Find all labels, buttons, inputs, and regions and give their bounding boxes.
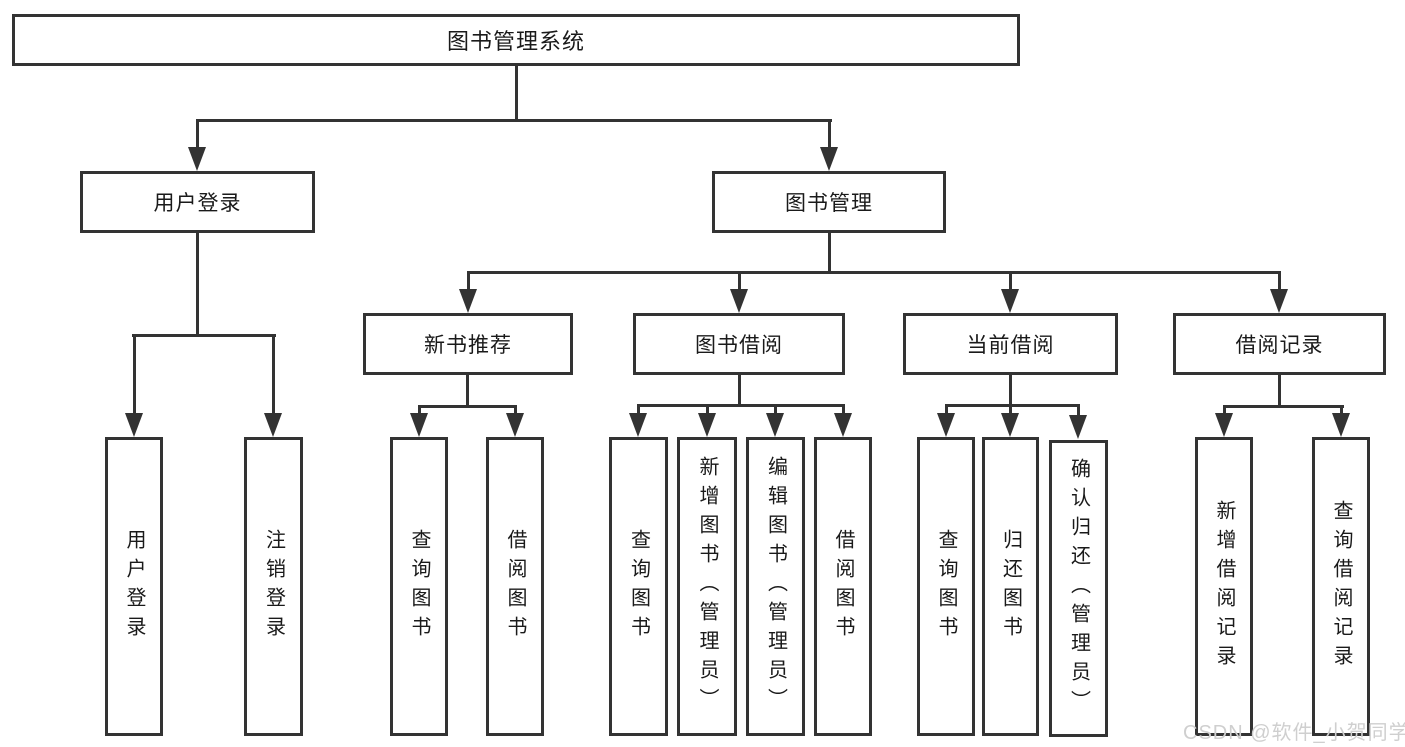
connector-root-stub — [515, 66, 518, 120]
leaf-borrow-add-book-admin: 新增图书（管理员） — [677, 437, 737, 736]
arrowhead-g3-edit — [766, 413, 784, 437]
arrowhead-leaf-logout — [264, 413, 282, 437]
leaf-current-query-book: 查询图书 — [917, 437, 975, 736]
arrowhead-g2-borrow — [506, 413, 524, 437]
connector-root-to-book-mgmt — [828, 119, 831, 151]
connector-to-current-borrow — [1009, 271, 1012, 293]
connector-to-leaf-login — [133, 334, 136, 418]
connector-to-g2-borrow — [514, 405, 517, 419]
arrowhead-borrow-records — [1270, 289, 1288, 313]
arrowhead-g3-borrow — [834, 413, 852, 437]
connector-to-leaf-logout — [272, 334, 275, 418]
arrowhead-current-borrow — [1001, 289, 1019, 313]
node-new-book-rec: 新书推荐 — [363, 313, 573, 375]
node-borrow-records: 借阅记录 — [1173, 313, 1386, 375]
csdn-watermark: CSDN @软件_小贺同学 — [1183, 722, 1405, 744]
leaf-records-add-record: 新增借阅记录 — [1195, 437, 1253, 736]
connector-new-book-rec-hbar — [418, 405, 517, 408]
connector-to-g5-add — [1223, 405, 1226, 419]
connector-book-mgmt-stub — [828, 233, 831, 273]
leaf-borrow-edit-book-admin: 编辑图书（管理员） — [746, 437, 805, 736]
arrowhead-new-book-rec — [459, 289, 477, 313]
connector-book-mgmt-hbar — [467, 271, 1281, 274]
arrowhead-user-login — [188, 147, 206, 171]
leaf-current-confirm-return-admin: 确认归还（管理员） — [1049, 440, 1108, 737]
connector-user-login-stub — [196, 233, 199, 336]
connector-to-g3-edit — [774, 404, 777, 418]
connector-book-borrow-stub — [738, 375, 741, 406]
leaf-borrow-borrow-book: 借阅图书 — [814, 437, 872, 736]
leaf-newrec-borrow-book: 借阅图书 — [486, 437, 544, 736]
node-book-mgmt: 图书管理 — [712, 171, 946, 233]
arrowhead-g5-query — [1332, 413, 1350, 437]
node-book-borrow: 图书借阅 — [633, 313, 845, 375]
connector-to-new-book-rec — [467, 271, 470, 293]
leaf-current-return-book: 归还图书 — [982, 437, 1039, 736]
arrowhead-book-mgmt — [820, 147, 838, 171]
connector-to-book-borrow — [738, 271, 741, 293]
node-user-login: 用户登录 — [80, 171, 315, 233]
node-current-borrow: 当前借阅 — [903, 313, 1118, 375]
connector-root-hbar — [196, 119, 832, 122]
connector-borrow-records-stub — [1278, 375, 1281, 407]
connector-book-borrow-hbar — [637, 404, 844, 407]
leaf-newrec-query-book: 查询图书 — [390, 437, 448, 736]
connector-to-g5-query — [1340, 405, 1343, 419]
connector-to-g4-query — [945, 404, 948, 418]
arrowhead-g2-query — [410, 413, 428, 437]
arrowhead-g4-return — [1001, 413, 1019, 437]
leaf-logout: 注销登录 — [244, 437, 303, 736]
arrowhead-book-borrow — [730, 289, 748, 313]
arrowhead-g3-query — [629, 413, 647, 437]
connector-to-borrow-records — [1278, 271, 1281, 293]
connector-root-to-user-login — [196, 119, 199, 151]
connector-to-g2-query — [418, 405, 421, 419]
connector-current-borrow-hbar — [945, 404, 1080, 407]
connector-to-g4-confirm — [1077, 404, 1080, 418]
arrowhead-g5-add — [1215, 413, 1233, 437]
connector-user-login-hbar — [132, 334, 276, 337]
leaf-records-query-record: 查询借阅记录 — [1312, 437, 1370, 736]
connector-to-g4-return — [1009, 404, 1012, 418]
arrowhead-g3-add — [698, 413, 716, 437]
arrowhead-leaf-login — [125, 413, 143, 437]
connector-borrow-records-hbar — [1223, 405, 1344, 408]
connector-to-g3-borrow — [842, 404, 845, 418]
connector-to-g3-query — [637, 404, 640, 418]
node-root: 图书管理系统 — [12, 14, 1020, 66]
arrowhead-g4-confirm — [1069, 415, 1087, 439]
leaf-borrow-query-book: 查询图书 — [609, 437, 668, 736]
leaf-user-login: 用户登录 — [105, 437, 163, 736]
connector-new-book-rec-stub — [466, 375, 469, 407]
connector-to-g3-add — [706, 404, 709, 418]
arrowhead-g4-query — [937, 413, 955, 437]
connector-current-borrow-stub — [1009, 375, 1012, 406]
